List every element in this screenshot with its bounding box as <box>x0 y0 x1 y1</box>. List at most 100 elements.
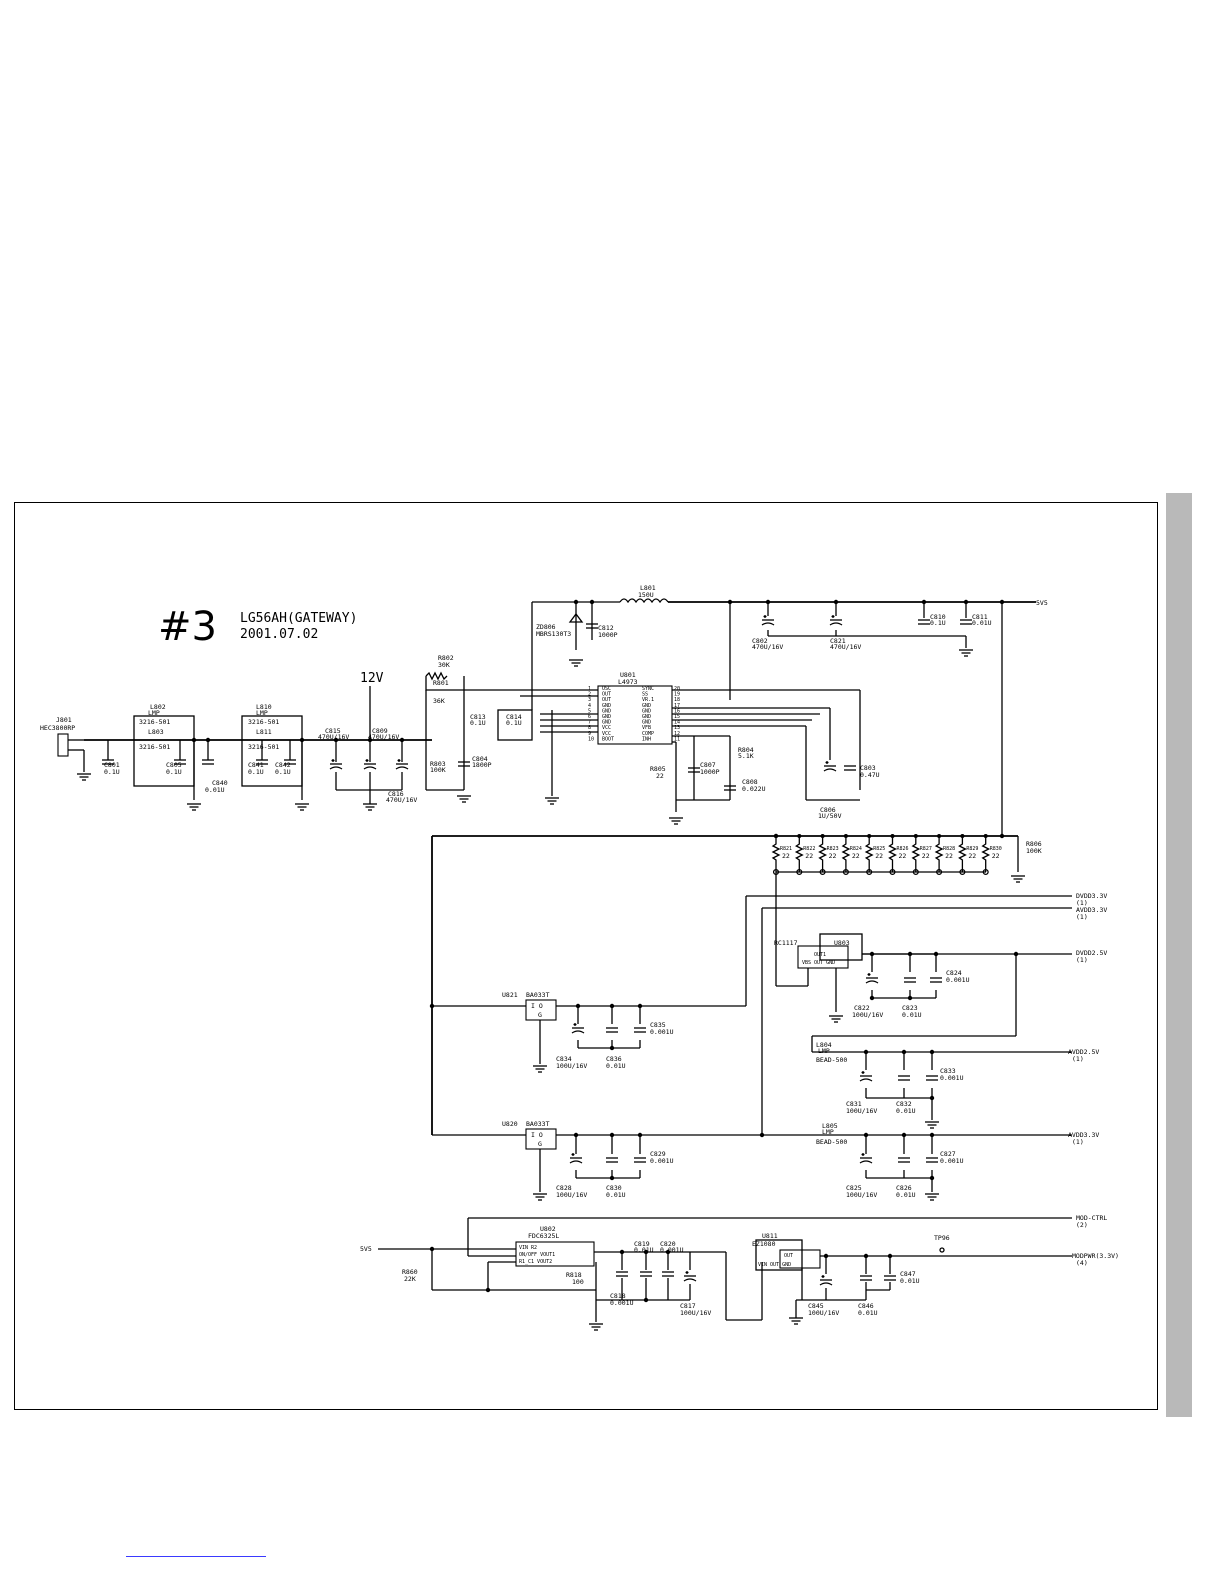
u801-pin-number: 19 <box>674 692 680 698</box>
bank-resistor-ref: R821 <box>780 846 792 852</box>
c829-ref: C829 <box>650 1150 666 1158</box>
connector-ref: J801 <box>56 716 72 724</box>
revision-date: 2001.07.02 <box>240 627 318 642</box>
c821-value: 470U/16V <box>830 643 861 651</box>
c820-value: 0.001U <box>660 1246 684 1254</box>
bank-node-bottom <box>936 868 943 876</box>
u801-pin-number: 18 <box>674 697 680 703</box>
r806-ref: R806 <box>1026 840 1042 848</box>
r803-ref: R803 <box>430 760 446 768</box>
c804-value: 1800P <box>472 761 492 769</box>
c823-ref: C823 <box>902 1004 918 1012</box>
c846-value: 0.01U <box>858 1309 878 1317</box>
bank-node-top <box>890 834 895 838</box>
c834-ref: C834 <box>556 1055 572 1063</box>
u820-pins: I O <box>531 1131 543 1139</box>
c845-value: 100U/16V <box>808 1309 839 1317</box>
c824-value: 0.001U <box>946 976 970 984</box>
u802-pins-row3: R1_C1 VOUT2 <box>519 1259 552 1265</box>
r803-value: 100K <box>430 766 446 774</box>
u801-pin-number: 14 <box>674 720 680 726</box>
c840-value: 0.01U <box>205 786 225 794</box>
tp96-label: TP96 <box>934 1234 950 1242</box>
l803-ref: L803 <box>148 728 164 736</box>
net-avdd25-ref: (1) <box>1072 1055 1084 1063</box>
c811-value: 0.01U <box>972 619 992 627</box>
c832-value: 0.01U <box>896 1107 916 1115</box>
net-mod-ctrl-ref: (2) <box>1076 1221 1088 1229</box>
net-dvdd25-ref: (1) <box>1076 956 1088 964</box>
u801-pin-number: 20 <box>674 686 680 692</box>
l804-ref: L804 <box>816 1041 832 1049</box>
bank-node-top <box>843 834 848 838</box>
l805-ref: L805 <box>822 1122 838 1130</box>
c802-ref: C802 <box>752 637 768 645</box>
net-labels: DVDD3.3V (1) AVDD3.3V (1) DVDD2.5V (1) A… <box>745 892 1107 1146</box>
u801-pin-label: BOOT <box>602 736 614 742</box>
c831-value: 100U/16V <box>846 1107 877 1115</box>
l810-value: 3216-501 <box>248 718 279 726</box>
u801-pin-number: 12 <box>674 731 680 737</box>
c828-ref: C828 <box>556 1184 572 1192</box>
u820-ref: U820 <box>502 1120 518 1128</box>
u801-pin-label: VFB <box>642 725 651 731</box>
u802-pins-row1: VIN R2 <box>519 1245 537 1251</box>
bank-resistor-value: 22 <box>782 852 790 860</box>
bank-resistor-ref: R827 <box>920 846 932 852</box>
l811-ref: L811 <box>256 728 272 736</box>
u811-pin-out: OUT <box>784 1253 793 1259</box>
c846-ref: C846 <box>858 1302 874 1310</box>
l811-value: 3216-501 <box>248 743 279 751</box>
sheet-number: #3 <box>158 604 217 650</box>
bank-node-top <box>983 834 988 838</box>
r860-value: 22K <box>404 1275 416 1283</box>
net-modpwr-ref: (4) <box>1076 1259 1088 1267</box>
c825-value: 100U/16V <box>846 1191 877 1199</box>
connector-value: HEC3800RP <box>40 724 75 732</box>
u821-part: BA033T <box>526 991 550 999</box>
r860-ref: R860 <box>402 1268 418 1276</box>
bank-resistor-ref: R824 <box>850 846 862 852</box>
u801-pin-number: 10 <box>588 736 594 742</box>
u801-pin-label: GND <box>642 720 651 726</box>
u801-part: L4973 <box>618 678 638 686</box>
u801-pin-number: 17 <box>674 703 680 709</box>
u801-pin-label: GND <box>602 720 611 726</box>
c815-value: 470U/16V <box>318 733 349 741</box>
l804-type: LMP <box>818 1047 830 1055</box>
c803-value: 0.47U <box>860 771 880 779</box>
u803-pins: VBS OUT GND <box>802 960 835 966</box>
bank-node-bottom <box>912 868 919 876</box>
bank-resistor <box>771 836 781 872</box>
c810-ref: C810 <box>930 613 946 621</box>
u802-part: FDC6325L <box>528 1232 559 1240</box>
r818-value: 100 <box>572 1278 584 1286</box>
bank-resistor-value: 22 <box>805 852 813 860</box>
r804-ref: R804 <box>738 746 754 754</box>
net-mod-ctrl: MOD-CTRL <box>1076 1214 1107 1222</box>
u821-body <box>525 999 557 1021</box>
u801-pin-label: INH <box>642 736 651 742</box>
c831-ref: C831 <box>846 1100 862 1108</box>
u801-pin-label: VCC <box>602 725 611 731</box>
c829-value: 0.001U <box>650 1157 674 1165</box>
c808-value: 0.022U <box>742 785 766 793</box>
l802-type: LMP <box>148 709 160 717</box>
u801-pin-number: 16 <box>674 708 680 714</box>
avdd33-filter-section: L805 LMP BEAD-500 C825 100U/16V C826 0.0… <box>816 1122 964 1201</box>
c818-ref: C818 <box>610 1292 626 1300</box>
bank-resistor <box>981 836 991 872</box>
c824-ref: C824 <box>946 969 962 977</box>
c805-ref: C805 <box>166 761 182 769</box>
c807-ref: C807 <box>700 761 716 769</box>
c821-ref: C821 <box>830 637 846 645</box>
ez1080-section: U811 EZ1080 OUT VIN OUT GND MODPWR(3.3V)… <box>752 1232 1119 1325</box>
net-12v-label: 12V <box>360 671 384 686</box>
c834-value: 100U/16V <box>556 1062 587 1070</box>
l802-value: 3216-501 <box>139 718 170 726</box>
bank-resistor-value: 22 <box>945 852 953 860</box>
c841-ref: C841 <box>248 761 264 769</box>
u801-body <box>597 685 673 745</box>
net-dvdd25: DVDD2.5V <box>1076 949 1107 957</box>
u803-body <box>797 945 849 969</box>
